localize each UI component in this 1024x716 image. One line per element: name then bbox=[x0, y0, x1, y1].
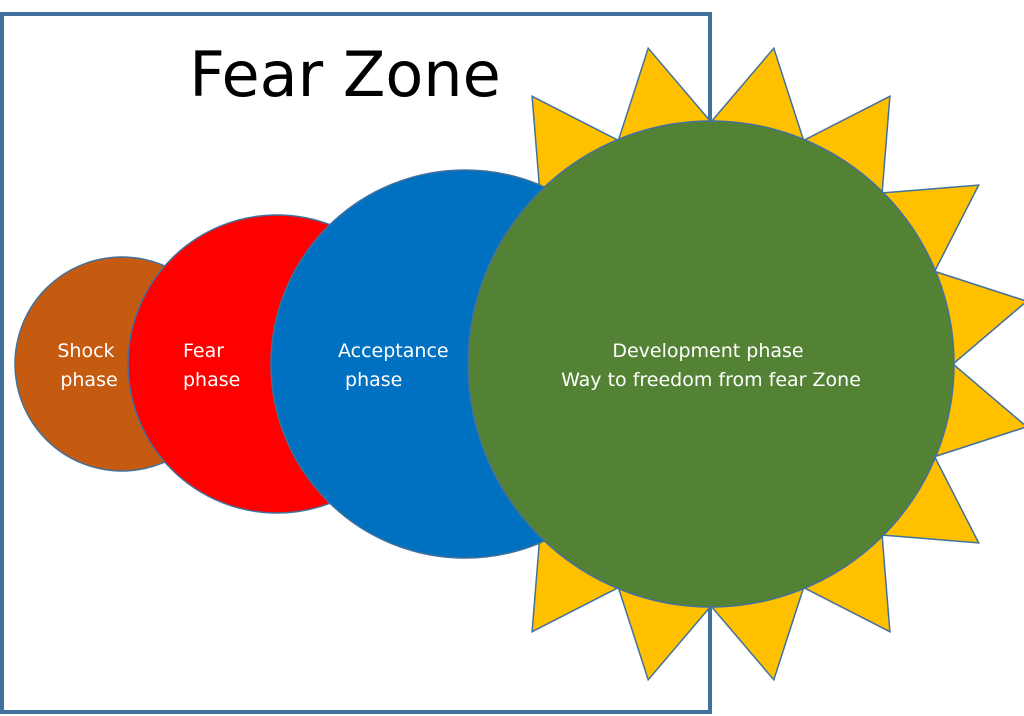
development-phase-circle bbox=[467, 120, 955, 608]
fear-label-line1: Fear bbox=[183, 340, 224, 362]
shock-phase-label: Shock phase bbox=[57, 340, 120, 391]
acceptance-label-line1: Acceptance bbox=[338, 340, 449, 362]
fear-phase-label: Fear phase bbox=[183, 340, 240, 391]
development-label-line2: Way to freedom from fear Zone bbox=[561, 369, 861, 391]
acceptance-label-line2: phase bbox=[339, 369, 402, 391]
shock-label-line1: Shock bbox=[57, 340, 114, 362]
shock-label-line2: phase bbox=[60, 369, 117, 391]
fear-label-line2: phase bbox=[183, 369, 240, 391]
fear-zone-title: Fear Zone bbox=[189, 38, 500, 111]
acceptance-phase-label: Acceptance phase bbox=[338, 340, 455, 391]
development-phase-label: Development phase Way to freedom from fe… bbox=[561, 340, 861, 391]
development-label-line1: Development phase bbox=[612, 340, 803, 362]
